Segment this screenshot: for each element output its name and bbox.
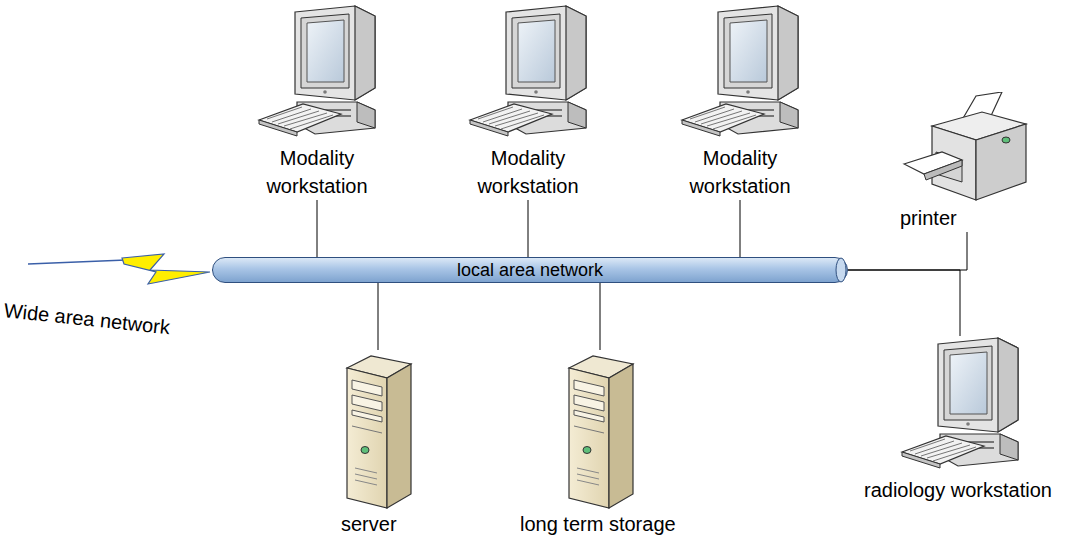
icon-drawing	[680, 4, 800, 144]
cable-line	[848, 270, 960, 336]
icon-drawing	[257, 4, 377, 144]
icon-drawing	[468, 4, 588, 144]
icon	[680, 4, 800, 144]
cable-line	[378, 283, 379, 350]
radiology-workstation: radiology workstation	[864, 336, 1056, 504]
icon	[900, 336, 1020, 476]
node-label: printer	[900, 204, 957, 232]
wide-area-network: Wide area network	[4, 250, 215, 324]
icon-drawing	[902, 92, 1032, 204]
network-cable	[528, 200, 529, 257]
tube-end	[836, 258, 846, 282]
icon-drawing	[4, 250, 211, 290]
node-label: server	[341, 510, 397, 538]
node-label: Modality workstation	[675, 144, 805, 200]
network-cable	[317, 200, 318, 257]
network-cable	[600, 283, 601, 350]
node-label: Wide area network	[3, 296, 172, 341]
storage-server: long term storage	[520, 350, 680, 538]
cable-line	[528, 200, 529, 257]
node-label: long term storage	[520, 510, 676, 538]
server: server	[341, 350, 415, 538]
node-label: local area network	[457, 259, 603, 281]
icon-drawing	[343, 350, 413, 510]
network-bus: local area network	[212, 257, 848, 283]
icon-drawing	[900, 336, 1020, 476]
icon	[343, 350, 413, 510]
node-label: radiology workstation	[864, 476, 1052, 504]
cable-line	[600, 283, 601, 350]
modality-workstation: Modality workstation	[461, 4, 595, 200]
cable-line	[740, 200, 741, 257]
node-label: Modality workstation	[252, 144, 382, 200]
icon	[565, 350, 635, 510]
network-cable	[848, 232, 967, 270]
icon	[257, 4, 377, 144]
modality-workstation: Modality workstation	[250, 4, 384, 200]
cable-line	[848, 232, 967, 270]
icon	[902, 92, 1032, 204]
printer: printer	[900, 92, 1034, 232]
icon	[468, 4, 588, 144]
icon	[4, 250, 211, 290]
icon-drawing	[565, 350, 635, 510]
network-cable	[378, 283, 379, 350]
network-cable	[740, 200, 741, 257]
modality-workstation: Modality workstation	[673, 4, 807, 200]
cable-line	[317, 200, 318, 257]
network-cable	[848, 270, 960, 336]
node-label: Modality workstation	[463, 144, 593, 200]
